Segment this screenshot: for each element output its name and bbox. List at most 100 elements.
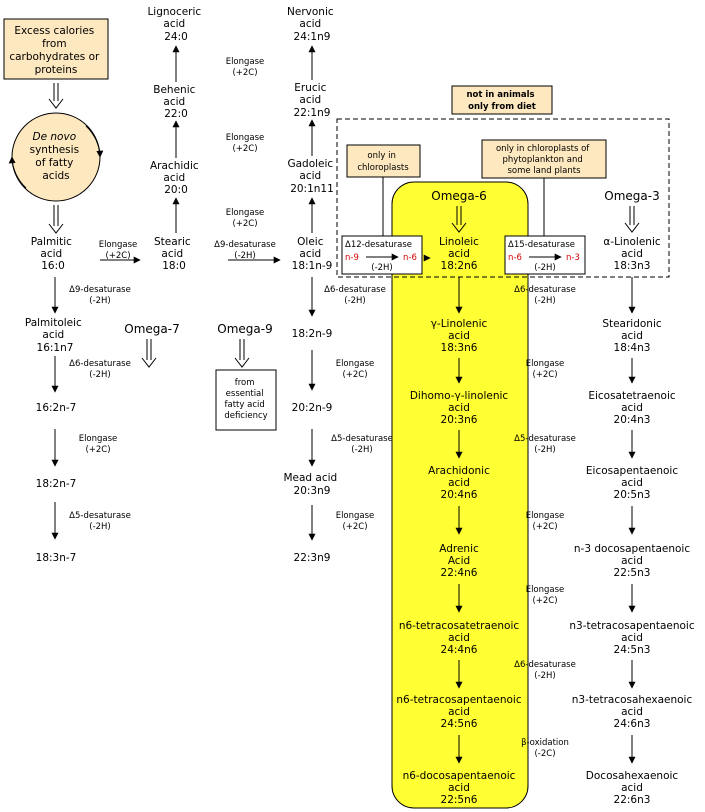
d15-name: Δ15-desaturase: [508, 240, 575, 250]
omega3-acid-6: acid: [621, 706, 643, 718]
omega3-acid-2: acid: [621, 402, 643, 414]
n9-18-2: 18:2n-9: [292, 328, 333, 340]
omega3-acid-0: 18:3n3: [614, 260, 651, 272]
enzyme-elongase: Elongase: [336, 511, 375, 521]
enzyme-beta-change: (-2C): [534, 749, 555, 759]
enzyme-d6: Δ6-desaturase: [69, 359, 131, 369]
n9-22-3: 22:3n9: [294, 552, 331, 564]
enzyme-d9-change: (-2H): [234, 251, 256, 261]
omega6-acid-0: 18:2n6: [441, 260, 478, 272]
enzyme-elongase-change: (+2C): [85, 445, 110, 455]
enzyme-d6-change: (-2H): [89, 370, 111, 380]
chloroplasts-text: only in chloroplasts: [357, 151, 409, 173]
omega6-acid-2: Dihomo-γ-linolenic: [410, 390, 509, 402]
d12-to: n-6: [403, 253, 417, 263]
omega3-label: Omega-3: [604, 189, 659, 203]
enzyme-elongase-change: (+2C): [532, 370, 557, 380]
arachidic-acid: Arachidic acid 20:0: [150, 160, 202, 196]
enzyme-elongase: Elongase: [226, 208, 265, 218]
enzyme-d5-change: (-2H): [534, 445, 556, 455]
omega-double-arrows: [141, 206, 640, 368]
enzyme-labels: Elongase(+2C)Δ9-desaturase(-2H)Elongase(…: [69, 57, 576, 759]
phytoplankton-box: [481, 139, 607, 179]
omega3-acid-2: Eicosatetraenoic: [588, 390, 676, 402]
enzyme-elongase: Elongase: [526, 359, 565, 369]
omega6-acid-2: acid: [448, 402, 470, 414]
omega3-acid-0: α-Linolenic: [603, 236, 661, 248]
enzyme-d6: Δ6-desaturase: [514, 660, 576, 670]
d12-change: (-2H): [371, 263, 393, 273]
enzyme-elongase-change: (+2C): [232, 144, 257, 154]
oleic-acid: Oleic acid 18:1n-9: [292, 236, 333, 272]
d12-desaturase-box: [341, 235, 423, 275]
d12-name: Δ12-desaturase: [345, 240, 412, 250]
omega3-acid-3: 20:5n3: [614, 489, 651, 501]
omega3-acid-1: Stearidonic: [602, 318, 662, 330]
enzyme-d9-change: (-2H): [89, 296, 111, 306]
d15-desaturase-box: [504, 235, 586, 275]
n9-20-2: 20:2n-9: [292, 402, 333, 414]
omega3-acid-5: n3-tetracosapentaenoic: [569, 620, 694, 632]
omega6-acid-5: acid: [448, 632, 470, 644]
omega6-acid-1: 18:3n6: [441, 342, 478, 354]
n7-16-2: 16:2n-7: [36, 402, 77, 414]
omega6-acid-1: acid: [448, 330, 470, 342]
omega3-acid-7: Docosahexaenoic: [586, 770, 679, 782]
enzyme-d9: Δ9-desaturase: [214, 240, 276, 250]
source-box-text: Excess calories from carbohydrates or pr…: [9, 25, 102, 76]
enzyme-d6: Δ6-desaturase: [514, 285, 576, 295]
enzyme-elongase-change: (+2C): [532, 596, 557, 606]
deficiency-text: from essential fatty acid deficiency: [224, 378, 267, 421]
enzyme-elongase-change: (+2C): [232, 219, 257, 229]
erucic-acid: Erucic acid 22:1n9: [294, 82, 331, 119]
not-in-animals-text: not in animals only from diet: [466, 90, 537, 112]
d15-from: n-6: [508, 253, 522, 263]
omega6-label: Omega-6: [431, 189, 486, 203]
omega3-acid-7: 22:6n3: [614, 794, 651, 806]
behenic-acid: Behenic acid 22:0: [153, 84, 198, 120]
enzyme-d6: Δ6-desaturase: [324, 285, 386, 295]
omega6-acid-6: acid: [448, 706, 470, 718]
enzyme-elongase: Elongase: [526, 511, 565, 521]
n7-18-2: 18:2n-7: [36, 478, 77, 490]
d15-to: n-3: [566, 253, 580, 263]
enzyme-elongase-change: (+2C): [105, 251, 130, 261]
omega6-acid-5: 24:4n6: [441, 644, 478, 656]
enzyme-elongase-change: (+2C): [342, 522, 367, 532]
double-arrow-denovo: [48, 205, 64, 234]
enzyme-elongase: Elongase: [226, 57, 265, 67]
enzyme-beta: β-oxidation: [521, 738, 569, 748]
omega3-acid-0: acid: [621, 248, 643, 260]
omega9-label: Omega-9: [217, 322, 272, 336]
enzyme-elongase-change: (+2C): [232, 68, 257, 78]
omega3-acid-3: Eicosapentaenoic: [586, 465, 678, 477]
omega6-acid-0: acid: [448, 248, 470, 260]
palmitoleic-acid: Palmitoleic acid 16:1n7: [25, 317, 85, 354]
enzyme-d5: Δ5-desaturase: [331, 434, 393, 444]
enzyme-d5: Δ5-desaturase: [69, 511, 131, 521]
omega6-acid-7: 22:5n6: [441, 794, 478, 806]
omega6-acid-0: Linoleic: [439, 236, 479, 248]
source-box: [3, 18, 109, 80]
enzyme-elongase: Elongase: [526, 585, 565, 595]
d12-from: n-9: [345, 253, 359, 263]
enzyme-elongase: Elongase: [336, 359, 375, 369]
omega3-acid-5: 24:5n3: [614, 644, 651, 656]
enzyme-elongase: Elongase: [99, 240, 138, 250]
omega6-acid-7: n6-docosapentaenoic: [403, 770, 516, 782]
enzyme-d6-change: (-2H): [534, 671, 556, 681]
not-in-animals-box: [451, 85, 553, 115]
enzyme-d5-change: (-2H): [89, 522, 111, 532]
dietary-dashed-region: [336, 118, 670, 278]
omega6-acid-3: acid: [448, 477, 470, 489]
omega3-acid-7: acid: [621, 782, 643, 794]
enzyme-d5: Δ5-desaturase: [514, 434, 576, 444]
omega6-acid-6: n6-tetracosapentaenoic: [396, 694, 521, 706]
omega3-acid-4: acid: [621, 555, 643, 567]
omega3-acid-1: 18:4n3: [614, 342, 651, 354]
omega7-label: Omega-7: [124, 322, 179, 336]
palmitic-acid: Palmitic acid 16:0: [31, 236, 76, 272]
enzyme-elongase: Elongase: [79, 434, 118, 444]
omega3-acid-2: 20:4n3: [614, 414, 651, 426]
